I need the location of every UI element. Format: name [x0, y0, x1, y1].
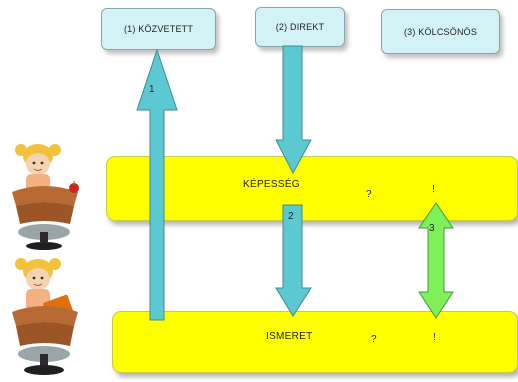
arrow-2-upper: [275, 45, 312, 175]
student-figure-apple: [12, 144, 79, 250]
band-ismeret: [112, 311, 518, 373]
band-ismeret-label: ISMERET: [266, 331, 313, 342]
band-kepesseg-question: ?: [366, 189, 372, 200]
arrow-2-lower: [275, 204, 312, 317]
band-kepesseg: [106, 156, 518, 221]
band-kepesseg-exclaim: !: [432, 184, 436, 195]
box-direkt-label: (2) DIREKT: [275, 22, 325, 32]
band-ismeret-question: ?: [371, 334, 377, 345]
box-kolcsonos: (3) KÖLCSÖNÖS: [381, 9, 500, 54]
box-kozvetett-label: (1) KÖZVETETT: [123, 24, 194, 34]
box-kozvetett: (1) KÖZVETETT: [101, 8, 216, 50]
band-kepesseg-label: KÉPESSÉG: [243, 179, 300, 190]
arrow-3-number: 3: [429, 223, 435, 234]
arrow-1-number: 1: [149, 84, 155, 95]
box-kolcsonos-label: (3) KÖLCSÖNÖS: [403, 26, 478, 37]
arrow-3-double: [418, 202, 454, 319]
band-ismeret-exclaim: !: [433, 332, 437, 343]
arrow-1-upward: [136, 48, 178, 321]
arrow-2-number: 2: [288, 211, 294, 222]
student-figure-book: [12, 258, 78, 375]
